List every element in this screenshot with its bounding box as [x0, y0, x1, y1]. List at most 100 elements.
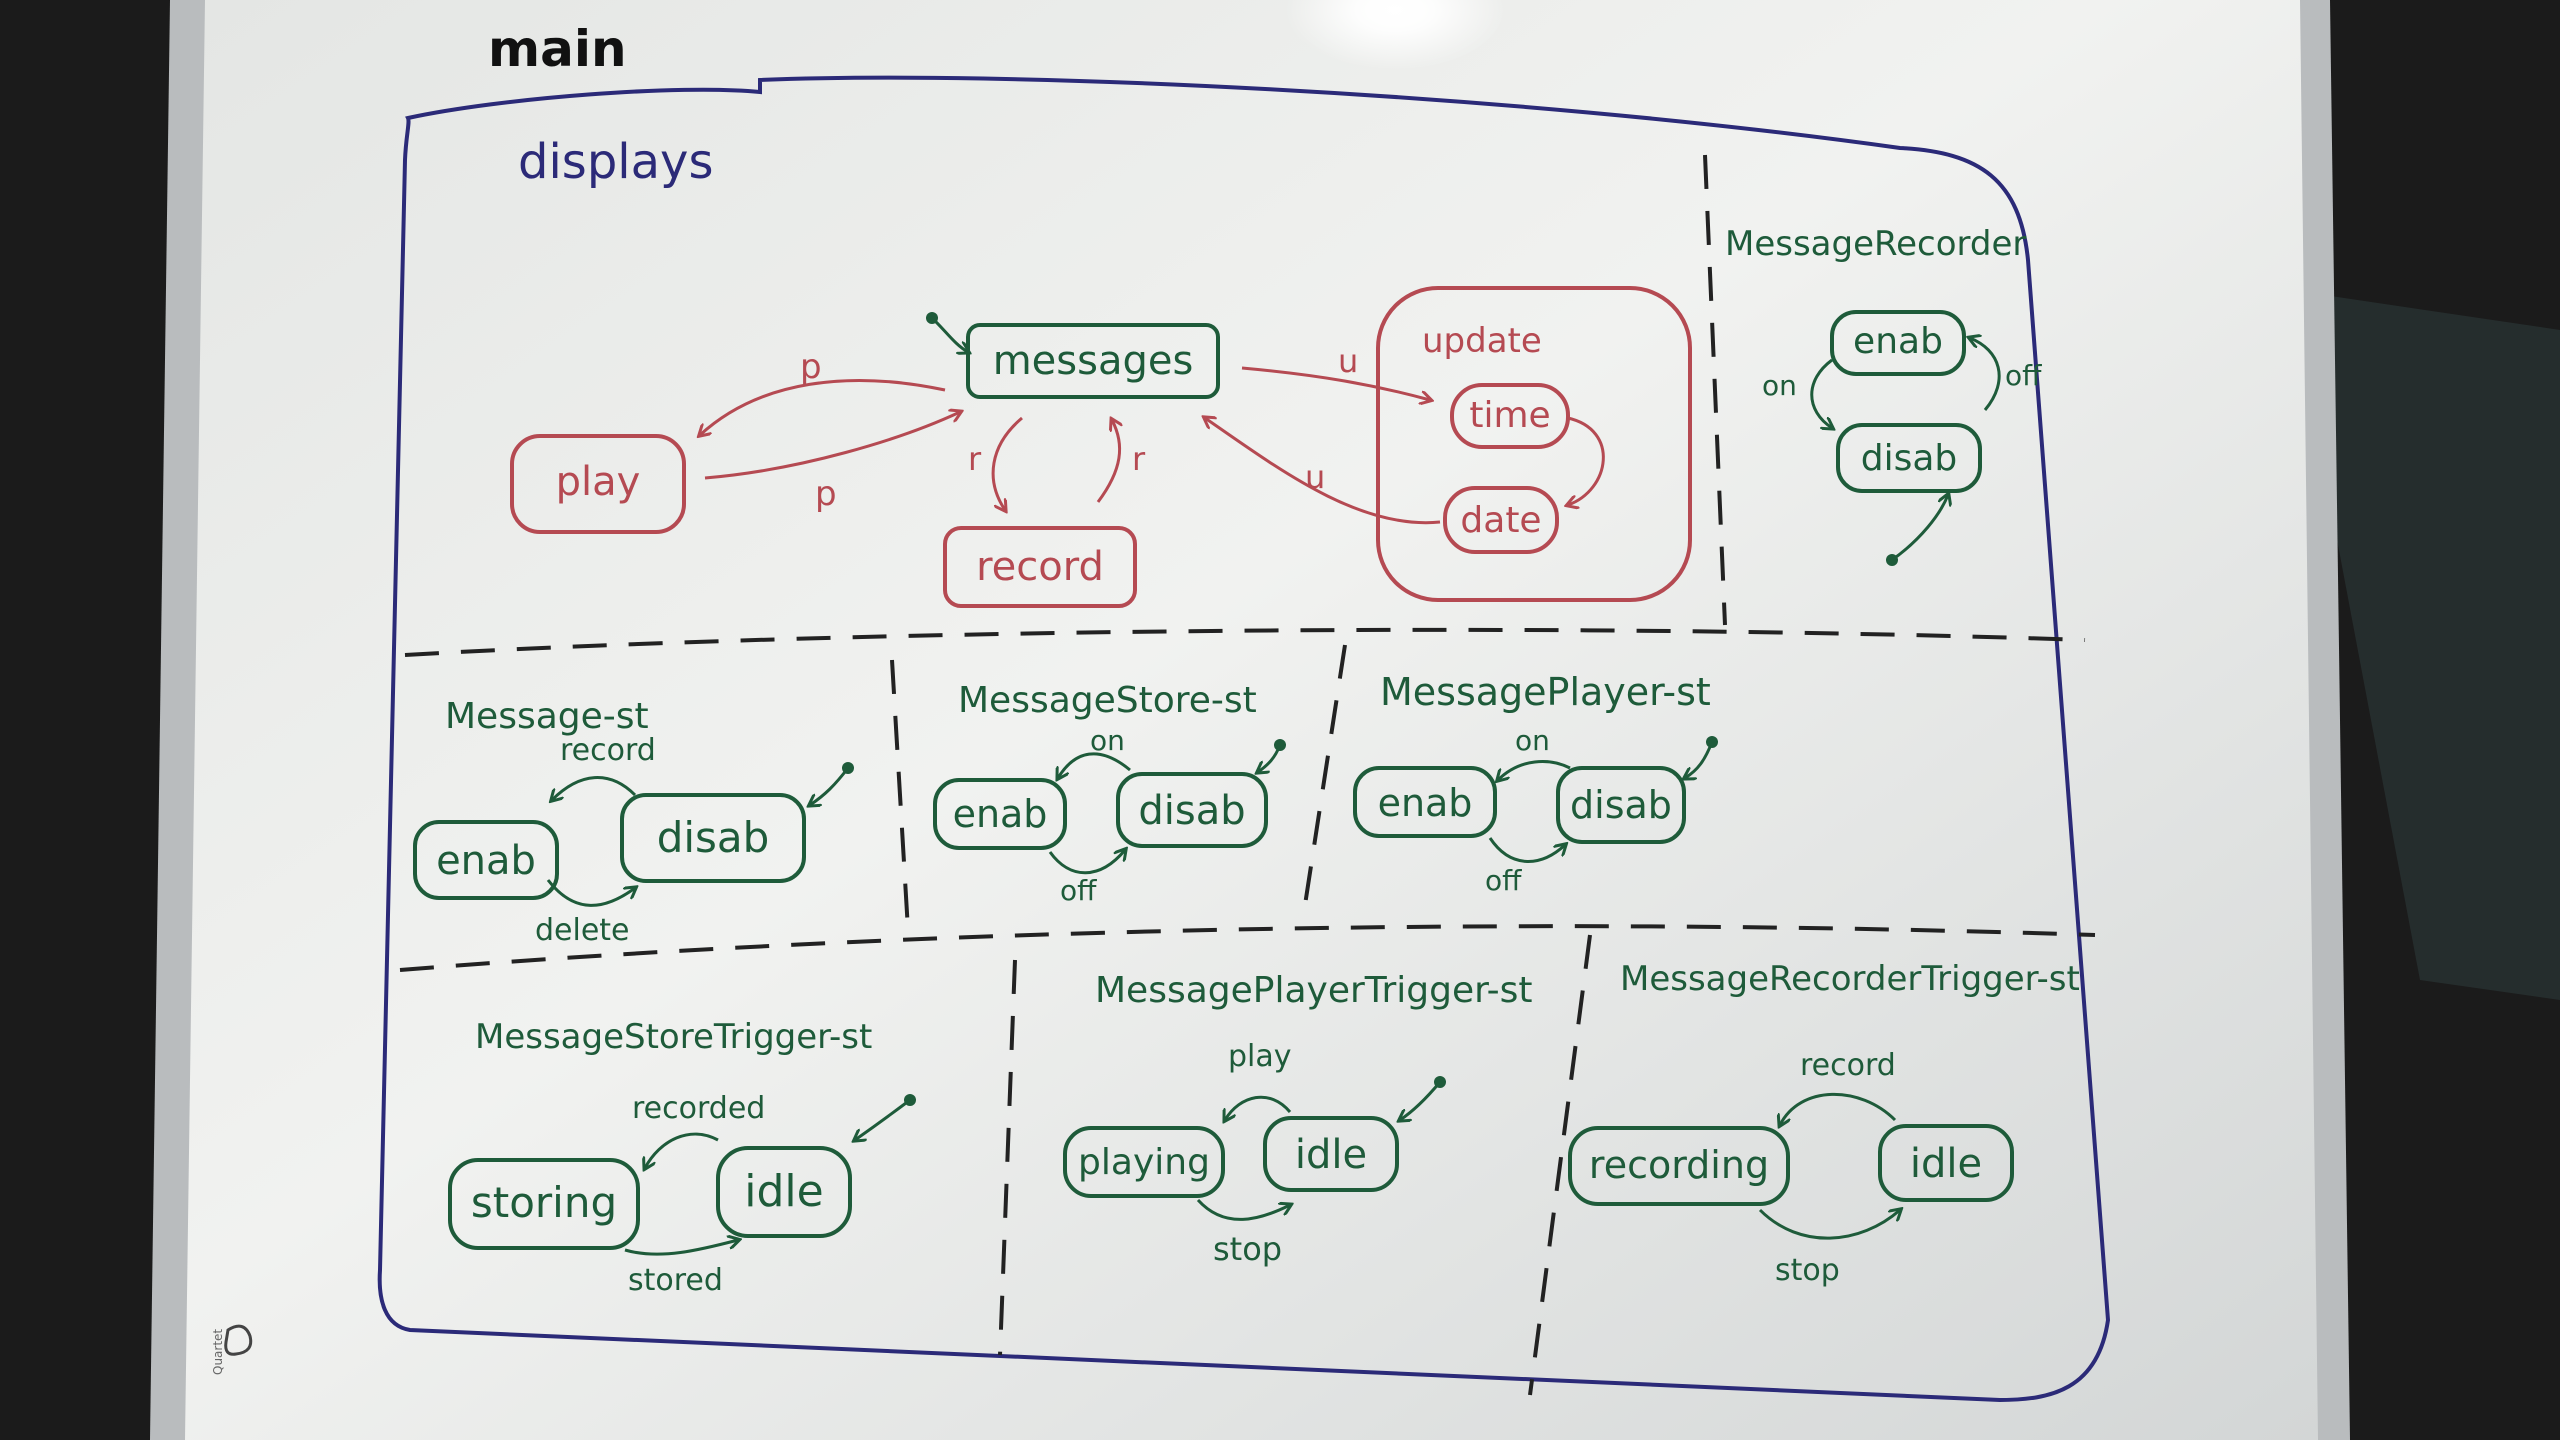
message-store-st-arrow-on [1058, 752, 1131, 778]
message-player-st-enab [1353, 766, 1497, 838]
record-label: record [976, 544, 1104, 590]
messages-label: messages [993, 338, 1194, 384]
separator-row-1 [404, 627, 2086, 657]
messages-node [966, 323, 1220, 399]
message-recorder-trigger-st-edge-record: record [1800, 1048, 1896, 1083]
arrow-update-to-messages [1205, 418, 1441, 525]
message-player-st-initial-arrow [1685, 741, 1714, 778]
arrow-messages-to-play [700, 379, 946, 435]
message-player-st-arrow-off [1488, 837, 1565, 863]
message-st-initial-arrow [810, 767, 850, 805]
message-player-st-enab-label: enab [1378, 781, 1473, 825]
message-store-st-enab-label: enab [953, 792, 1048, 836]
message-recorder-trigger-st-edge-stop: stop [1775, 1253, 1840, 1288]
region-separators [399, 154, 2096, 1396]
arrow-time-to-date [1568, 416, 1605, 505]
arrow-disab-to-enab [1970, 338, 2001, 411]
message-player-trigger-st-arrow-stop [1196, 1198, 1290, 1221]
message-recorder-title: MessageRecorder [1725, 224, 2026, 264]
message-store-st-initial-arrow [1258, 744, 1282, 772]
message-store-st-title: MessageStore-st [958, 680, 1257, 721]
play-node [510, 434, 686, 534]
message-recorder-enab-label: enab [1853, 321, 1943, 362]
edge-label-p-bottom: p [815, 474, 837, 514]
edge-label-r-left: r [968, 440, 982, 478]
separator-mid-2 [1303, 644, 1347, 906]
message-recorder-edge-off: off [2005, 359, 2042, 392]
initial-arrow-messages [930, 316, 968, 352]
message-player-trigger-st-region: MessagePlayerTrigger-st playing idle pla… [1063, 970, 1533, 1268]
update-node [1376, 286, 1692, 602]
message-st-disab [620, 793, 806, 883]
background-object [2290, 290, 2560, 1000]
message-store-trigger-st-title: MessageStoreTrigger-st [475, 1017, 872, 1057]
message-player-trigger-st-arrow-play [1225, 1095, 1292, 1120]
message-recorder-trigger-st-arrow-stop [1758, 1210, 1900, 1240]
separator-row-2 [399, 924, 2096, 972]
message-player-st-disab [1556, 766, 1686, 844]
message-recorder-edge-on: on [1762, 369, 1797, 402]
edge-label-r-right: r [1132, 440, 1146, 478]
arrow-messages-to-record [991, 416, 1023, 510]
message-player-trigger-st-initial-arrow [1400, 1081, 1442, 1120]
message-recorder-disab [1836, 423, 1982, 493]
message-store-trigger-st-edge-stored: stored [628, 1263, 723, 1298]
brand-logo: Quartet [211, 1324, 253, 1375]
message-recorder-enab [1830, 310, 1966, 376]
edge-label-u-top: u [1338, 342, 1358, 380]
message-player-trigger-st-playing-label: playing [1078, 1142, 1210, 1183]
message-store-st-disab-label: disab [1138, 788, 1245, 834]
message-st-enab [413, 820, 559, 900]
message-store-trigger-st-storing-label: storing [471, 1178, 617, 1227]
message-st-arrow-delete [546, 879, 635, 907]
message-recorder-region: MessageRecorder enab disab on off [1725, 224, 2042, 566]
message-player-trigger-st-edge-play: play [1228, 1039, 1292, 1074]
message-st-region: Message-st enab disab record delete [413, 696, 854, 948]
message-st-title: Message-st [445, 696, 649, 737]
message-player-st-edge-off: off [1485, 864, 1522, 897]
light-glare [1285, 0, 1505, 70]
board-title: main [488, 20, 627, 78]
time-label: time [1469, 395, 1550, 436]
message-player-trigger-st-title: MessagePlayerTrigger-st [1095, 970, 1533, 1011]
arrow-record-to-messages [1096, 420, 1120, 503]
separator-mid-1 [890, 659, 910, 931]
message-store-trigger-st-region: MessageStoreTrigger-st storing idle reco… [448, 1017, 916, 1298]
message-recorder-trigger-st-recording-label: recording [1589, 1143, 1769, 1187]
message-store-trigger-st-arrow-stored [624, 1240, 738, 1256]
message-recorder-trigger-st-recording [1568, 1126, 1790, 1206]
message-recorder-trigger-st-region: MessageRecorderTrigger-st recording idle… [1568, 959, 2080, 1288]
message-player-st-title: MessagePlayer-st [1380, 670, 1711, 714]
message-st-edge-record: record [560, 733, 656, 768]
arrow-messages-to-update [1241, 366, 1430, 400]
date-label: date [1460, 500, 1541, 541]
message-store-trigger-st-idle-label: idle [744, 1166, 823, 1217]
edge-label-u-bottom: u [1305, 458, 1325, 496]
arrow-play-to-messages [704, 412, 960, 480]
message-store-st-edge-on: on [1090, 724, 1125, 757]
message-st-enab-label: enab [436, 838, 536, 884]
message-recorder-initial-arrow [1891, 495, 1948, 562]
message-st-edge-delete: delete [535, 913, 630, 948]
whiteboard-surface [185, 0, 2318, 1440]
message-player-trigger-st-playing [1063, 1126, 1225, 1198]
play-label: play [556, 459, 641, 505]
message-recorder-disab-label: disab [1861, 438, 1958, 479]
displays-label: displays [518, 134, 713, 190]
message-store-st-enab [933, 778, 1067, 850]
message-player-trigger-st-idle-label: idle [1295, 1132, 1367, 1178]
message-st-arrow-record [552, 776, 637, 800]
message-recorder-trigger-st-idle [1878, 1124, 2014, 1202]
separator-bottom-2 [1528, 934, 1592, 1396]
message-store-st-region: MessageStore-st enab disab on off [933, 680, 1286, 907]
message-recorder-trigger-st-idle-label: idle [1910, 1141, 1982, 1187]
message-recorder-trigger-st-title: MessageRecorderTrigger-st [1620, 959, 2080, 999]
arrow-enab-to-disab [1810, 358, 1832, 428]
message-player-st-region: MessagePlayer-st enab disab on off [1353, 670, 1718, 897]
edge-label-p-top: p [800, 347, 822, 387]
brand-logo-text: Quartet [211, 1329, 225, 1375]
message-store-st-edge-off: off [1060, 874, 1097, 907]
message-player-trigger-st-idle [1263, 1116, 1399, 1192]
